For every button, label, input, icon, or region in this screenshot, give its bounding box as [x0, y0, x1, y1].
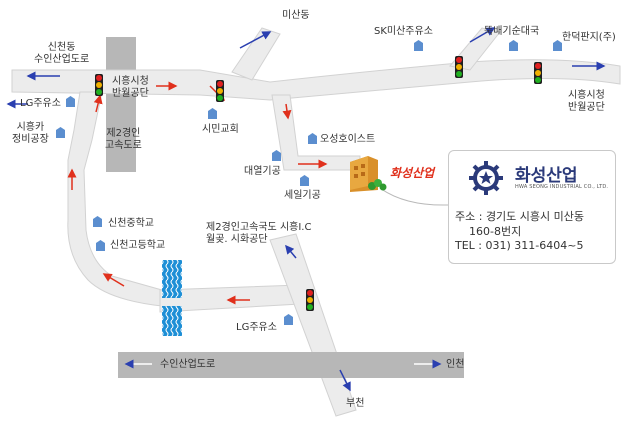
building-icon — [553, 40, 562, 51]
company-logo-name: 화성산업 — [515, 166, 578, 186]
traffic-light-icon — [455, 56, 463, 78]
building-icon — [284, 314, 293, 325]
building-icon — [93, 216, 102, 227]
label-incheon: 인천 — [446, 359, 465, 370]
label-misandong: 미산동 — [282, 10, 310, 21]
label-daeyeol: 대열기공 — [244, 166, 281, 177]
label-siheung-banwol-top: 시흥시청 반월공단 — [112, 76, 149, 99]
label-suin-bottom: 수인산업도로 — [160, 359, 216, 370]
label-oseong-east: 오성호이스트 — [320, 134, 376, 145]
label-simin-church: 시민교회 — [202, 124, 239, 135]
stream-south — [162, 306, 182, 336]
building-icon — [96, 240, 105, 251]
gear-logo-icon — [469, 161, 503, 195]
building-icon — [414, 40, 423, 51]
expressway-band — [106, 37, 136, 172]
building-icon — [509, 40, 518, 51]
label-ttukbaegi: 뚝배기순대국 — [484, 26, 540, 37]
stream-north — [162, 260, 182, 298]
building-icon — [272, 150, 281, 161]
label-expressway-2: 제2경인 고속도로 — [105, 128, 142, 151]
label-siheung-banwol-right: 시흥시청 반월공단 — [568, 90, 605, 113]
traffic-light-icon — [95, 74, 103, 96]
label-lg-gas-left: LG주유소 — [20, 98, 61, 109]
main-road — [11, 59, 621, 101]
company-address-line2: 160-8번지 — [469, 225, 522, 238]
company-tag: 화성산업 — [390, 166, 435, 180]
road-bucheon — [269, 233, 357, 417]
label-sincheon-high: 신천고등학교 — [110, 240, 166, 251]
label-lg-gas-bottom: LG주유소 — [236, 322, 277, 333]
label-sincheon-middle: 신천중학교 — [108, 218, 154, 229]
road-company — [271, 94, 361, 171]
traffic-light-icon — [306, 289, 314, 311]
label-siheungka: 시흥카 정비공장 — [12, 122, 49, 145]
road-misandong — [231, 27, 281, 81]
suin-road-band — [118, 352, 464, 378]
label-siheung-ic: 제2경인고속국도 시흥I.C 월곶. 시화공단 — [206, 222, 312, 245]
traffic-light-icon — [534, 62, 542, 84]
building-icon — [308, 133, 317, 144]
company-address-line1: 주소 : 경기도 시흥시 미산동 — [455, 210, 585, 223]
traffic-light-icon — [216, 80, 224, 102]
building-icon — [300, 175, 309, 186]
label-sk-gas: SK미산주유소 — [374, 26, 433, 37]
building-icon — [56, 127, 65, 138]
building-icon — [66, 96, 75, 107]
label-bucheon: 부천 — [346, 398, 365, 409]
company-logo-sub: HWA SEONG INDUSTRIAL CO., LTD. — [515, 184, 609, 190]
label-sincheon-road: 신천동 수인산업도로 — [34, 42, 90, 65]
building-icon — [208, 108, 217, 119]
company-info-box: 화성산업 HWA SEONG INDUSTRIAL CO., LTD. 주소 :… — [448, 150, 616, 264]
label-seil: 세일기공 — [284, 190, 321, 201]
road-left-loop — [67, 91, 163, 307]
company-building-icon — [350, 156, 387, 192]
label-handuk: 한덕판지(주) — [562, 32, 616, 43]
company-tel: TEL : 031) 311-6404~5 — [455, 239, 584, 252]
